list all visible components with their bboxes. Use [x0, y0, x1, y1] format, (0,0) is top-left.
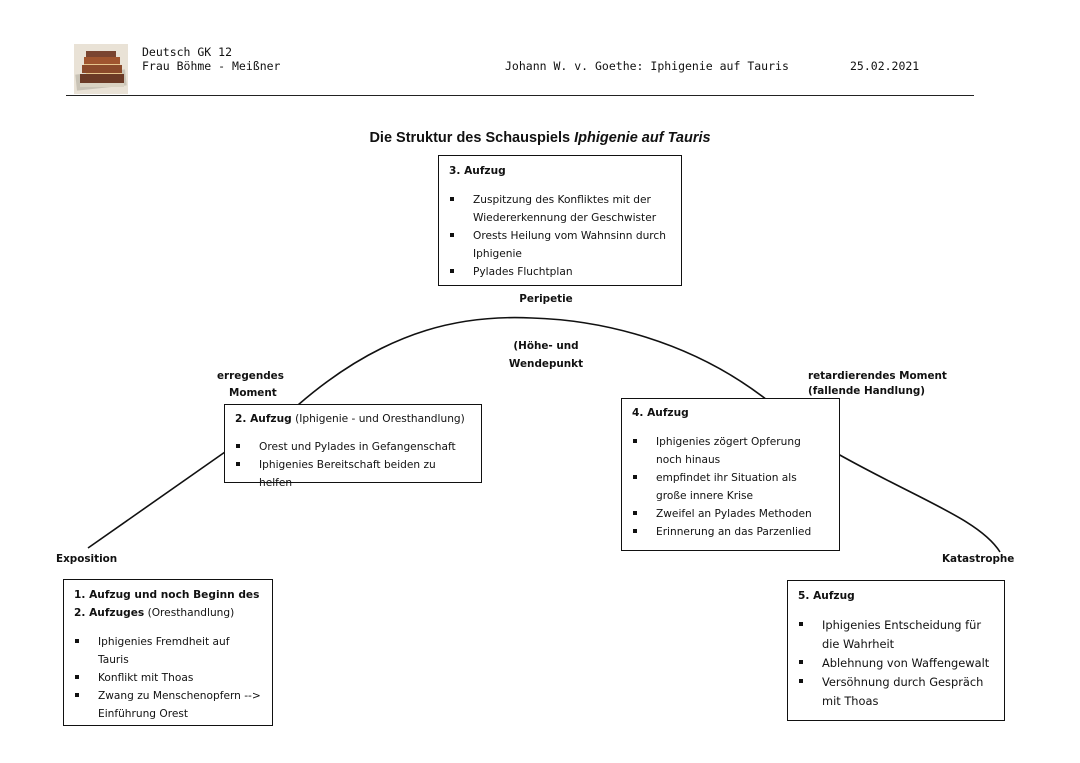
act5-box: 5. Aufzug Iphigenies Entscheidung für di…: [787, 580, 1005, 721]
list-item: Konflikt mit Thoas: [74, 669, 262, 687]
act2-heading: 2. Aufzug (Iphigenie - und Oresthandlung…: [235, 410, 471, 428]
list-item: Versöhnung durch Gespräch mit Thoas: [798, 673, 994, 711]
act1-box: 1. Aufzug und noch Beginn des 2. Aufzuge…: [63, 579, 273, 726]
course-label: Deutsch GK 12: [142, 45, 233, 59]
list-item: Erinnerung an das Parzenlied: [632, 523, 829, 541]
act1-heading-suffix: (Oresthandlung): [144, 607, 235, 619]
retardierendes-label-line1: retardierendes Moment: [808, 370, 947, 382]
hoehe-label-line2: Wendepunkt: [508, 358, 584, 370]
header-divider: [66, 95, 974, 96]
list-item: Zweifel an Pylades Methoden: [632, 505, 829, 523]
act3-heading: 3. Aufzug: [449, 165, 506, 177]
erregendes-label-line2: Moment: [229, 387, 277, 399]
act4-list: Iphigenies zögert Opferung noch hinaus e…: [632, 433, 829, 541]
katastrophe-label: Katastrophe: [942, 553, 1015, 565]
act3-list: Zuspitzung des Konfliktes mit der Wieder…: [449, 191, 671, 281]
act5-heading: 5. Aufzug: [798, 590, 855, 602]
list-item: Iphigenies Entscheidung für die Wahrheit: [798, 616, 994, 654]
teacher-label: Frau Böhme - Meißner: [142, 59, 281, 73]
act2-heading-bold: 2. Aufzug: [235, 413, 292, 425]
retardierendes-label-line2: (fallende Handlung): [808, 385, 926, 397]
act3-box: 3. Aufzug Zuspitzung des Konfliktes mit …: [438, 155, 682, 286]
list-item: Pylades Fluchtplan: [449, 263, 671, 281]
list-item: Iphigenies zögert Opferung noch hinaus: [632, 433, 829, 469]
list-item: Zuspitzung des Konfliktes mit der Wieder…: [449, 191, 671, 227]
act1-heading: 1. Aufzug und noch Beginn des 2. Aufzuge…: [74, 586, 262, 622]
act2-list: Orest und Pylades in Gefangenschaft Iphi…: [235, 438, 471, 492]
act5-list: Iphigenies Entscheidung für die Wahrheit…: [798, 616, 994, 711]
page-title: Die Struktur des Schauspiels Iphigenie a…: [0, 130, 1080, 146]
list-item: Iphigenies Bereitschaft beiden zu helfen: [235, 456, 471, 492]
list-item: Iphigenies Fremdheit auf Tauris: [74, 633, 262, 669]
list-item: Ablehnung von Waffengewalt: [798, 654, 994, 673]
act4-box: 4. Aufzug Iphigenies zögert Opferung noc…: [621, 398, 840, 551]
peripetie-label: Peripetie: [519, 293, 573, 305]
list-item: Zwang zu Menschenopfern --> Einführung O…: [74, 687, 262, 723]
books-logo-icon: [74, 44, 128, 94]
act2-heading-suffix: (Iphigenie - und Oresthandlung): [291, 413, 465, 425]
exposition-label: Exposition: [56, 553, 118, 565]
act1-heading-bold: 1. Aufzug und noch Beginn des 2. Aufzuge…: [74, 589, 260, 619]
work-label: Johann W. v. Goethe: Iphigenie auf Tauri…: [505, 59, 789, 73]
date-label: 25.02.2021: [850, 59, 920, 73]
list-item: Orest und Pylades in Gefangenschaft: [235, 438, 471, 456]
act1-list: Iphigenies Fremdheit auf Tauris Konflikt…: [74, 633, 262, 723]
act4-heading: 4. Aufzug: [632, 407, 689, 419]
act2-box: 2. Aufzug (Iphigenie - und Oresthandlung…: [224, 404, 482, 489]
list-item: Orests Heilung vom Wahnsinn durch Iphige…: [449, 227, 671, 263]
title-main: Die Struktur des Schauspiels: [369, 130, 575, 146]
list-item: empfindet ihr Situation als große innere…: [632, 469, 829, 505]
title-italic: Iphigenie auf Tauris: [574, 130, 711, 146]
erregendes-label-line1: erregendes: [217, 370, 284, 382]
hoehe-label-line1: (Höhe- und: [513, 340, 579, 352]
